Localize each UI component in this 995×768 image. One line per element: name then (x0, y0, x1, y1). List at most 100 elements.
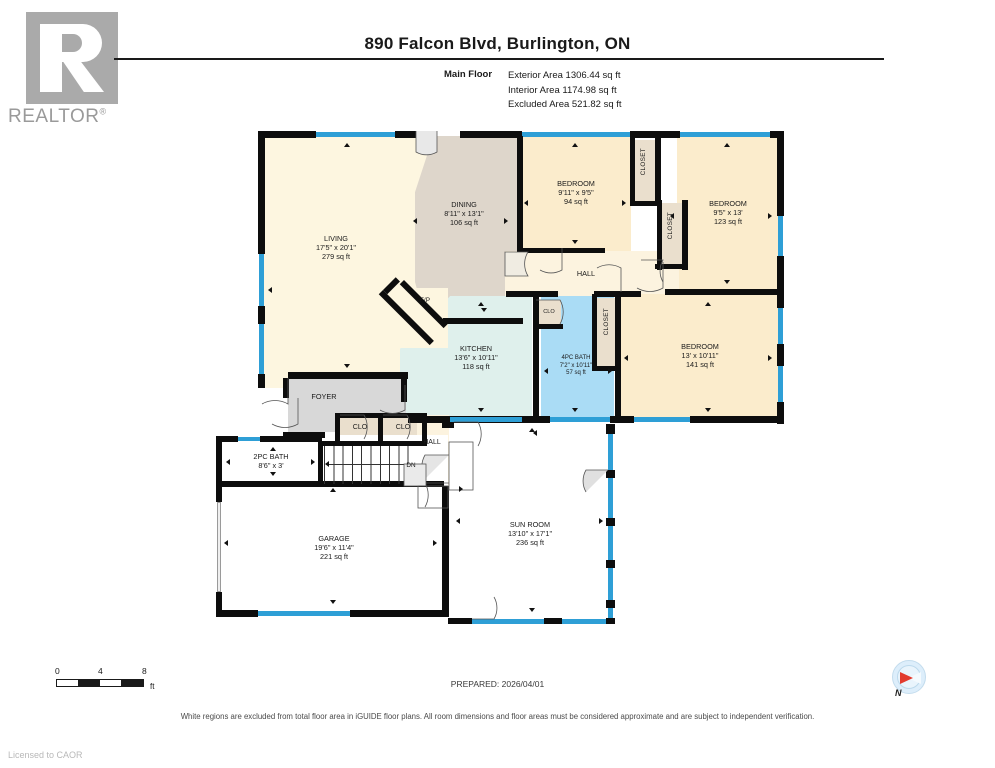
window-top-living (316, 132, 395, 137)
wall-top-left (258, 131, 316, 138)
compass-north-label: N (895, 688, 902, 698)
dim-arrow (226, 459, 230, 465)
dim-arrow (270, 447, 276, 451)
wall-bed2-bottom (665, 289, 778, 295)
wall-top-b (460, 131, 522, 138)
window-left-living-1 (259, 254, 264, 306)
wall-2pc-right (318, 441, 323, 486)
wall-2pc-bottom (216, 481, 444, 487)
wall-left-4 (258, 374, 265, 388)
dim-arrow (529, 608, 535, 612)
room-name-bedroom3: BEDROOM (681, 342, 719, 351)
dim-arrow (330, 488, 336, 492)
compass-rose: N (888, 658, 930, 700)
room-label-kitchen: KITCHEN 13'6" x 10'11" 118 sq ft (431, 344, 521, 372)
closet-b-fill (661, 203, 683, 265)
wall-clo-bottom (320, 441, 427, 446)
wall-sunroom-r-seg2 (606, 470, 615, 478)
dim-arrow (330, 600, 336, 604)
label-closet-b: CLOSET (667, 212, 674, 240)
room-area-garage: 221 sq ft (320, 552, 348, 562)
room-dims-living: 17'5" x 20'1" (315, 243, 357, 253)
wall-garage-bottom-2 (350, 610, 448, 617)
label-stairs-down: DN (406, 462, 416, 469)
label-closet-c: CLOSET (603, 308, 610, 336)
wall-dining-bottom (443, 318, 523, 324)
page-header: REALTOR® 890 Falcon Blvd, Burlington, ON… (0, 0, 995, 128)
dim-arrow (529, 428, 535, 432)
wall-left-3 (258, 306, 265, 324)
room-dims-bedroom2: 9'5" x 13' (713, 208, 743, 218)
closet-a-fill (634, 140, 656, 202)
wall-garage-bottom-1 (216, 610, 258, 617)
room-label-bedroom2: BEDROOM 9'5" x 13' 123 sq ft (683, 199, 773, 227)
realtor-wordmark-text: REALTOR (8, 106, 100, 127)
wall-closet-c-bottom (592, 366, 620, 371)
dim-arrow (768, 213, 772, 219)
room-label-living: LIVING 17'5" x 20'1" 279 sq ft (286, 234, 386, 262)
room-name-bath4pc: 4PC BATH (561, 355, 591, 361)
room-bedroom2-fill (677, 136, 778, 289)
wall-closet-b-left (657, 200, 662, 270)
scale-tick-8: 8 (142, 666, 147, 676)
header-divider (114, 58, 884, 60)
disclaimer-text: White regions are excluded from total fl… (180, 712, 815, 721)
wall-sunroom-bottom-1 (448, 618, 472, 624)
dim-arrow (311, 459, 315, 465)
dim-arrow (224, 540, 228, 546)
wall-right-4 (777, 402, 784, 424)
label-hall-upper: HALL (576, 269, 596, 278)
realtor-logo: REALTOR® (8, 12, 118, 132)
wall-garage-left-1 (216, 486, 222, 502)
scale-tick-0: 0 (55, 666, 60, 676)
wall-right-1 (777, 131, 784, 216)
room-label-dining: DINING 8'11" x 13'1" 106 sq ft (419, 200, 509, 228)
wall-left-2 (258, 176, 265, 254)
wall-sunroom-r-seg5 (606, 600, 615, 608)
room-area-living: 279 sq ft (322, 252, 350, 262)
registered-mark-icon: ® (99, 106, 107, 117)
dim-arrow (413, 218, 417, 224)
dim-arrow (344, 364, 350, 368)
room-label-bath4pc: 4PC BATH 7'2" x 10'11" 57 sq ft (534, 355, 618, 378)
area-summary: Exterior Area 1306.44 sq ft Interior Are… (508, 69, 622, 113)
room-label-bedroom1: BEDROOM 9'11" x 9'5" 94 sq ft (531, 179, 621, 207)
room-name-living: LIVING (324, 234, 348, 243)
room-area-bedroom1: 94 sq ft (564, 197, 588, 207)
scale-bar (56, 679, 144, 687)
floor-label: Main Floor (444, 69, 493, 80)
wall-2pc-top-2 (260, 436, 322, 442)
dim-arrow (478, 408, 484, 412)
wall-closet-c-left (592, 294, 597, 370)
dim-arrow (524, 200, 528, 206)
dim-arrow (599, 518, 603, 524)
room-label-bath2pc: 2PC BATH 8'6" x 3' (229, 452, 313, 470)
wall-garage-right (442, 486, 449, 617)
room-dims-sunroom: 13'10" x 17'1" (507, 529, 553, 539)
wall-sunroom-r-seg3 (606, 518, 615, 526)
dim-arrow (724, 143, 730, 147)
room-bedroom1-fill (521, 136, 631, 251)
wall-closet-b-bottom (655, 264, 688, 269)
dim-arrow (572, 143, 578, 147)
wall-sunroom-r-seg1 (606, 424, 615, 434)
wall-hall-bottom-1 (506, 291, 558, 297)
wall-garage-left-win (217, 502, 221, 592)
prepared-date: PREPARED: 2026/04/01 (450, 679, 545, 689)
wall-top-a (395, 131, 437, 138)
label-clo-2: CLO (395, 424, 411, 431)
wall-foyer-bottom (283, 432, 325, 438)
wall-right-2 (777, 256, 784, 308)
area-excluded: Excluded Area 521.82 sq ft (508, 99, 622, 111)
window-bed3-bottom (634, 417, 690, 422)
realtor-r-mark (26, 12, 118, 104)
wall-bed1-bottom (521, 248, 605, 253)
window-right-bed3-2 (778, 366, 783, 402)
wall-dining-right (517, 136, 523, 258)
wall-closet-b-right (682, 200, 688, 270)
dim-arrow (268, 287, 272, 293)
label-fireplace: F/P (420, 297, 430, 304)
realtor-wordmark: REALTOR® (8, 106, 120, 128)
window-bath-bottom (550, 417, 612, 422)
